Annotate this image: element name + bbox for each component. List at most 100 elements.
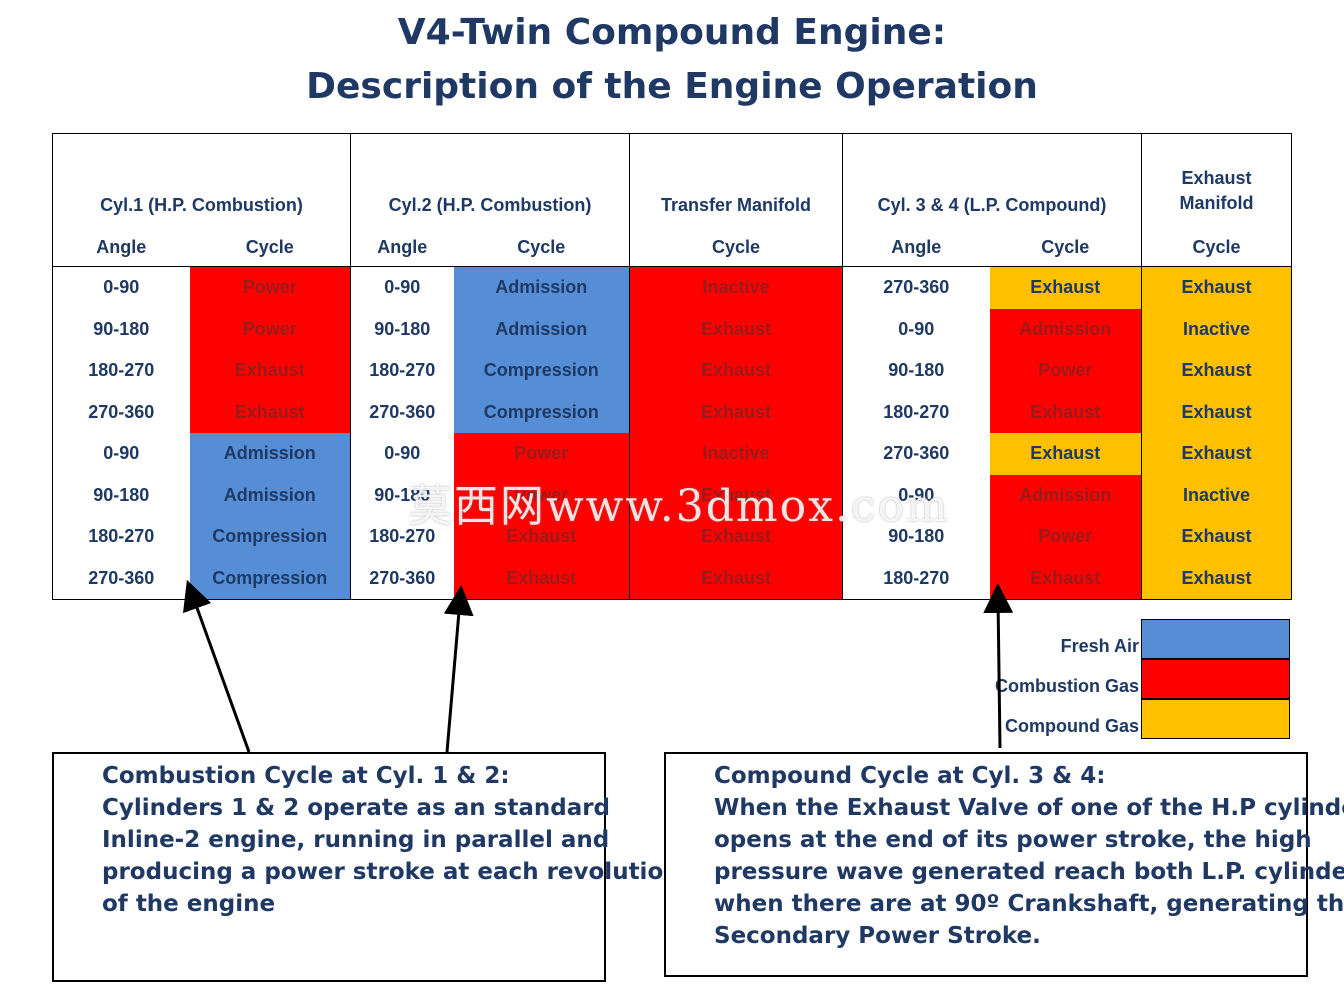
subheader-angle: Angle <box>52 228 190 267</box>
subheader-cycle: Cycle <box>189 228 351 267</box>
cyl2-angle-cell: 90-180 <box>374 484 431 505</box>
exhaust-manifold-cycle-cell: Exhaust <box>1141 557 1292 600</box>
subheader-cycle: Cycle <box>1141 228 1292 267</box>
note-line: Cylinders 1 & 2 operate as an standard <box>102 795 611 821</box>
header-transfer-manifold: Transfer Manifold <box>629 133 843 228</box>
watermark: 莫西网www.3dmox.com <box>408 481 950 532</box>
subheader-angle: Angle <box>350 228 454 267</box>
cyl34-angle-cell: 270-360 <box>883 443 950 464</box>
cyl2-angle-cell: 180-270 <box>369 526 436 547</box>
cyl34-cycle-cell: Exhaust <box>989 557 1142 600</box>
note-line: When the Exhaust Valve of one of the H.P… <box>714 795 1344 821</box>
transfer-cycle-cell: Exhaust <box>629 516 843 558</box>
header-cyl1: Cyl.1 (H.P. Combustion) <box>52 133 351 228</box>
cyl1-cycle-cell: Compression <box>189 516 351 558</box>
note-line: pressure wave generated reach both L.P. … <box>714 859 1344 885</box>
cyl1-cycle-cell: Exhaust <box>189 350 351 392</box>
legend-fresh-air-swatch <box>1141 619 1290 659</box>
cyl34-angle-cell: 180-270 <box>883 401 950 422</box>
cyl1-angle-cell: 270-360 <box>88 567 155 588</box>
cyl34-cycle-cell: Exhaust <box>989 433 1142 475</box>
cyl1-cycle-cell: Admission <box>189 433 351 475</box>
note-compound-text: Compound Cycle at Cyl. 3 & 4: When the Ex… <box>714 760 1344 952</box>
cyl34-angle-cell: 270-360 <box>883 277 950 298</box>
transfer-cycle-cell: Inactive <box>629 433 843 475</box>
cyl2-cycle-cell: Power <box>453 433 630 475</box>
legend-compound-gas-label: Compound Gas <box>1005 716 1139 736</box>
transfer-cycle-cell: Exhaust <box>629 474 843 516</box>
cyl2-angle-cell: 270-360 <box>369 567 436 588</box>
transfer-cycle-cell: Exhaust <box>629 391 843 433</box>
note-line: of the engine <box>102 891 276 917</box>
note-line: Combustion Cycle at Cyl. 1 & 2: <box>102 763 510 789</box>
cyl1-cycle-cell: Power <box>189 308 351 350</box>
exhaust-manifold-cycle-cell: Inactive <box>1141 308 1292 350</box>
exhaust-manifold-cycle-cell: Exhaust <box>1141 350 1292 392</box>
exhaust-manifold-cycle-cell: Exhaust <box>1141 266 1292 309</box>
cyl2-angle-cell: 270-360 <box>369 401 436 422</box>
cyl1-cycle-cell: Power <box>189 266 351 309</box>
cyl34-cycle-cell: Admission <box>989 308 1142 350</box>
note-combustion-text: Combustion Cycle at Cyl. 1 & 2: Cylinders… <box>102 760 680 920</box>
legend-combustion-gas-swatch <box>1141 659 1290 699</box>
exhaust-manifold-cycle-cell: Exhaust <box>1141 433 1292 475</box>
arrow-to-cyl34 <box>983 583 1014 749</box>
cyl2-angle-cell: 180-270 <box>369 360 436 381</box>
transfer-cycle-cell: Inactive <box>629 266 843 309</box>
cyl1-angle-cell: 180-270 <box>88 526 155 547</box>
cyl34-angle-cell: 180-270 <box>883 567 950 588</box>
header-cyl2: Cyl.2 (H.P. Combustion) <box>350 133 630 228</box>
cyl34-angle-cell: 0-90 <box>898 318 935 339</box>
cyl2-cycle-cell: Exhaust <box>453 557 630 600</box>
legend-combustion-gas-label: Combustion Gas <box>994 676 1139 696</box>
title-line-1: V4-Twin Compound Engine: <box>397 12 947 53</box>
cyl1-cycle-cell: Admission <box>189 474 351 516</box>
note-line: Compound Cycle at Cyl. 3 & 4: <box>714 763 1106 789</box>
cyl1-angle-cell: 270-360 <box>88 401 155 422</box>
cyl1-angle-cell: 90-180 <box>93 318 150 339</box>
exhaust-manifold-cycle-cell: Inactive <box>1141 474 1292 516</box>
exhaust-manifold-cycle-cell: Exhaust <box>1141 516 1292 558</box>
transfer-cycle-cell: Exhaust <box>629 557 843 600</box>
cyl2-angle-cell: 0-90 <box>384 277 421 298</box>
header-cyl34: Cyl. 3 & 4 (L.P. Compound) <box>842 133 1142 228</box>
cyl2-cycle-cell: Admission <box>453 266 630 309</box>
cyl2-cycle-cell: Power <box>453 474 630 516</box>
note-line: Inline-2 engine, running in parallel and <box>102 827 610 853</box>
header-exhaust-line2: Manifold <box>1179 193 1254 213</box>
arrow-to-cyl1 <box>182 579 251 753</box>
transfer-cycle-cell: Exhaust <box>629 308 843 350</box>
cyl34-cycle-cell: Admission <box>989 474 1142 516</box>
cyl1-cycle-cell: Compression <box>189 557 351 600</box>
cyl34-cycle-cell: Exhaust <box>989 391 1142 433</box>
cyl1-angle-cell: 0-90 <box>103 277 140 298</box>
cyl2-cycle-cell: Admission <box>453 308 630 350</box>
note-line: opens at the end of its power stroke, th… <box>714 827 1312 853</box>
exhaust-manifold-cycle-cell: Exhaust <box>1141 391 1292 433</box>
arrow-to-cyl2 <box>443 585 474 753</box>
transfer-cycle-cell: Exhaust <box>629 350 843 392</box>
header-exhaust-line1: Exhaust <box>1181 168 1252 188</box>
subheader-cycle: Cycle <box>453 228 630 267</box>
header-exhaust-manifold: Exhaust Manifold <box>1142 134 1292 229</box>
engine-operation-table: Cyl.1 (H.P. Combustion) Cyl.2 (H.P. Comb… <box>52 133 1292 600</box>
cyl1-cycle-cell: Exhaust <box>189 391 351 433</box>
note-line: when there are at 90º Crankshaft, genera… <box>714 891 1344 917</box>
subheader-angle: Angle <box>842 228 990 267</box>
cyl34-angle-cell: 90-180 <box>888 360 945 381</box>
cyl34-angle-cell: 90-180 <box>888 526 945 547</box>
cyl1-angle-cell: 180-270 <box>88 360 155 381</box>
subheader-cycle: Cycle <box>629 228 843 267</box>
legend-compound-gas-swatch <box>1141 699 1290 739</box>
cyl34-angle-cell: 0-90 <box>898 484 935 505</box>
legend-fresh-air-label: Fresh Air <box>1060 636 1139 656</box>
note-box-compound <box>664 752 1308 977</box>
title-line-2: Description of the Engine Operation <box>306 66 1038 107</box>
